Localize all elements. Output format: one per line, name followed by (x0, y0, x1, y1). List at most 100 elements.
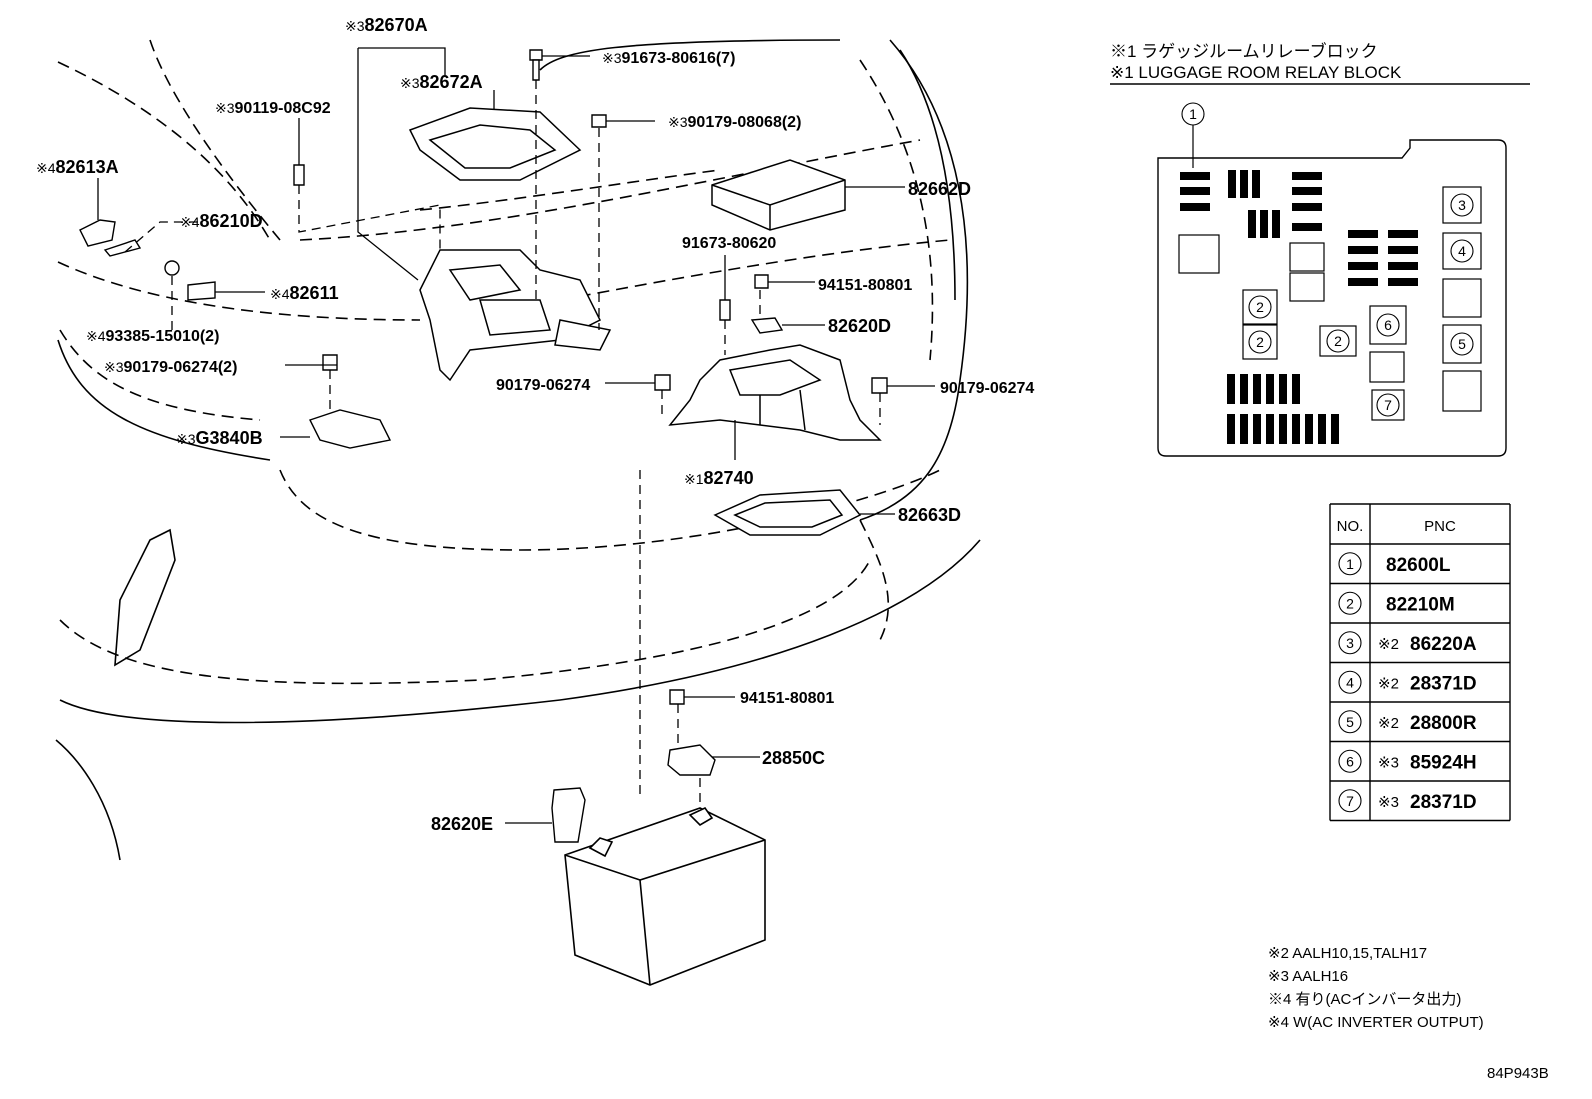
part-label-82663d[interactable]: 82663D (898, 505, 961, 525)
part-label-82620d[interactable]: 82620D (828, 316, 891, 336)
table-row-footnote: ※3 (1378, 754, 1399, 771)
part-label-82620e[interactable]: 82620E (431, 814, 493, 834)
slot-number: 3 (1458, 197, 1466, 213)
relay-block-title-jp: ※1 ラゲッジルームリレーブロック (1110, 41, 1378, 61)
slot-number-circle (1181, 102, 1205, 126)
part-label-g3840b[interactable]: ※3G3840B (176, 428, 263, 448)
fuse-mark (1272, 210, 1280, 238)
fuse-mark (1348, 278, 1378, 286)
fuse-mark (1228, 170, 1236, 198)
fuse-mark (1388, 246, 1418, 254)
note-line: ※2 AALH10,15,TALH17 (1268, 945, 1427, 962)
fuse-mark (1180, 203, 1210, 211)
table-row-number: 5 (1346, 714, 1354, 730)
relay-block-panel: ※1 ラゲッジルームリレーブロック ※1 LUGGAGE ROOM RELAY … (1110, 41, 1530, 457)
part-label-91673806167[interactable]: ※391673-80616(7) (602, 50, 735, 67)
fuse-mark (1248, 210, 1256, 238)
assembly-dash-lines (124, 80, 881, 808)
part-label-90179062742[interactable]: ※390179-06274(2) (104, 359, 237, 376)
table-row-pnc: 82210M (1386, 594, 1455, 615)
part-footnote-mark: ※3 (104, 359, 124, 375)
fuse-mark (1180, 172, 1210, 180)
fuse-mark (1388, 262, 1418, 270)
part-label-82672a[interactable]: ※382672A (400, 72, 483, 92)
slot-number: 2 (1256, 334, 1264, 350)
table-row-pnc: 82600L (1386, 555, 1451, 576)
fuse-grid (1180, 170, 1418, 444)
table-header-pnc: PNC (1424, 518, 1456, 535)
part-footnote-mark: ※4 (36, 160, 56, 176)
fuse-mark (1180, 187, 1210, 195)
fuse-mark (1318, 414, 1326, 444)
slot-number-circle (1376, 393, 1400, 417)
part-label-9167380620[interactable]: 91673-80620 (682, 235, 776, 252)
slot-number: 2 (1256, 299, 1264, 315)
part-label-9415180801[interactable]: 94151-80801 (740, 690, 834, 707)
table-row-number-circle (1338, 591, 1362, 615)
relay-slot-empty (1369, 351, 1405, 383)
fuse-mark (1253, 374, 1261, 404)
fuse-mark (1292, 374, 1300, 404)
small-parts-drawing (79, 49, 888, 843)
table-row-number: 1 (1346, 556, 1354, 572)
part-footnote-mark: ※4 (86, 328, 106, 344)
part-label-90179080682[interactable]: ※390179-08068(2) (668, 114, 801, 131)
slot-number-circle (1450, 332, 1474, 356)
relay-slot-empty (1289, 242, 1325, 272)
leader-lines (97, 47, 935, 824)
fuse-mark (1388, 278, 1418, 286)
part-label-9011908c92[interactable]: ※390119-08C92 (215, 100, 331, 117)
part-label-82662d[interactable]: 82662D (908, 179, 971, 199)
part-label-82670a[interactable]: ※382670A (345, 15, 428, 35)
note-line: ※4 W(AC INVERTER OUTPUT) (1268, 1014, 1484, 1031)
part-footnote-mark: ※4 (180, 214, 200, 230)
fuse-mark (1348, 230, 1378, 238)
part-label-86210d[interactable]: ※486210D (180, 211, 263, 231)
part-label-9017906274[interactable]: 90179-06274 (496, 377, 590, 394)
slot-number-circle (1326, 329, 1350, 353)
table-row-number-circle (1338, 789, 1362, 813)
part-label-9415180801[interactable]: 94151-80801 (818, 277, 912, 294)
part-label-28850c[interactable]: 28850C (762, 748, 825, 768)
table-row-number: 7 (1346, 793, 1354, 809)
table-row-pnc: 28371D (1410, 792, 1477, 813)
part-label-9017906274[interactable]: 90179-06274 (940, 380, 1034, 397)
part-label-82740[interactable]: ※182740 (684, 468, 754, 488)
part-footnote-mark: ※3 (602, 50, 622, 66)
table-header-no: NO. (1337, 518, 1364, 535)
part-label-93385150102[interactable]: ※493385-15010(2) (86, 328, 219, 345)
part-labels: ※382670A ※391673-80616(7) ※382672A ※390119-… (36, 15, 1034, 834)
diagram-code: 84P943B (1487, 1065, 1549, 1082)
table-row-pnc: 28800R (1410, 713, 1477, 734)
table-row-number-circle (1338, 631, 1362, 655)
fuse-mark (1331, 414, 1339, 444)
part-footnote-mark: ※3 (668, 114, 688, 130)
slot-number-circle (1450, 193, 1474, 217)
fuse-mark (1292, 172, 1322, 180)
vehicle-body-outline (57, 39, 951, 685)
fuse-mark (1348, 262, 1378, 270)
fuse-mark (1292, 187, 1322, 195)
part-footnote-mark: ※3 (176, 431, 196, 447)
slot-number: 5 (1458, 336, 1466, 352)
part-label-82611[interactable]: ※482611 (270, 283, 339, 303)
part-footnote-mark: ※3 (345, 18, 365, 34)
relay-slot-empty (1178, 234, 1220, 274)
fuse-mark (1227, 414, 1235, 444)
battery-drawing (564, 806, 766, 986)
slot-number: 1 (1189, 106, 1197, 122)
relay-slot-empty (1442, 370, 1482, 412)
slot-number-circle (1248, 295, 1272, 319)
relay-cover-82672A-drawing (408, 107, 582, 181)
table-row-footnote: ※2 (1378, 636, 1399, 653)
fuse-mark (1266, 374, 1274, 404)
fuse-mark (1279, 374, 1287, 404)
relay-block-title-en: ※1 LUGGAGE ROOM RELAY BLOCK (1110, 63, 1402, 82)
part-label-82613a[interactable]: ※482613A (36, 157, 119, 177)
relay-bracket-82740-drawing (668, 344, 882, 441)
fuse-mark (1388, 230, 1418, 238)
relay-bracket-82670A-drawing (419, 249, 612, 382)
